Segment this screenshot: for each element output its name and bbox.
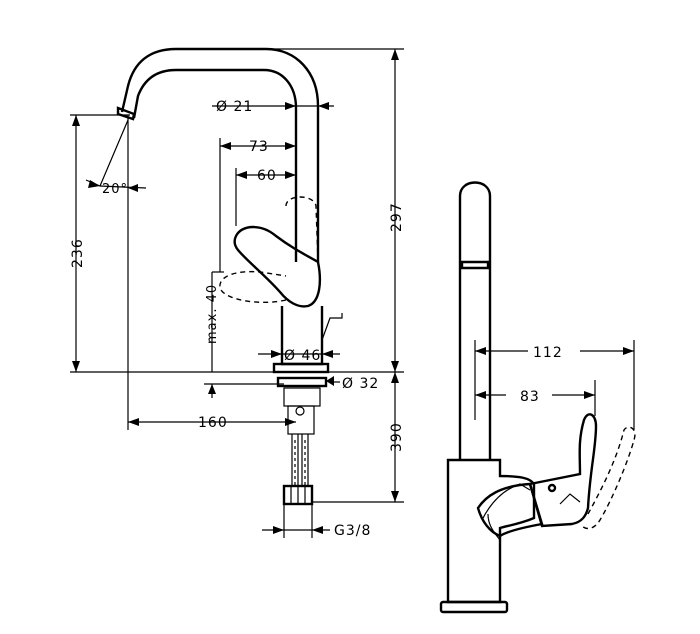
counter-plate [276, 376, 328, 388]
arrow [391, 361, 399, 372]
dim-text-60: 60 [257, 168, 277, 184]
front-handle-inner [559, 493, 581, 505]
spout-tip [116, 106, 136, 121]
front-handle [528, 413, 598, 528]
arrow [72, 115, 80, 126]
arrow [271, 350, 282, 358]
arrow [88, 180, 100, 188]
arrow [391, 372, 399, 383]
supply-hose-2 [301, 434, 309, 486]
arrow [128, 418, 139, 426]
pop-up-rod [321, 313, 343, 341]
side-view: Ø 21 73 60 20° 236 297 max. 40 Ø 46 Ø 32… [70, 47, 405, 539]
dim-text-diameter-46: Ø 46 [284, 348, 321, 364]
dim-text-diameter-32: Ø 32 [342, 376, 379, 392]
dim-text-390: 390 [389, 422, 405, 452]
dim-text-g38: G3/8 [334, 523, 371, 539]
arrow [391, 491, 399, 502]
front-handle-alt [581, 426, 636, 530]
arrow [236, 171, 247, 179]
aerator-outlet [460, 260, 490, 270]
threaded-shank [287, 405, 315, 435]
arrow [475, 391, 486, 399]
dim-text-73: 73 [249, 139, 269, 155]
dim-text-83: 83 [520, 389, 540, 405]
label-mask [506, 385, 552, 405]
arrow [318, 102, 329, 110]
lever-handle [233, 225, 322, 308]
arrow [72, 361, 80, 372]
arrow [273, 526, 284, 534]
hose-nut-lines [290, 486, 306, 504]
ext-20deg [99, 119, 129, 187]
label-mask [528, 341, 580, 361]
arrow [322, 350, 333, 358]
dim-text-diameter-21: Ø 21 [216, 99, 253, 115]
hose-pattern [294, 440, 306, 486]
arrow [623, 347, 634, 355]
arrow [285, 102, 296, 110]
arrow [285, 418, 296, 426]
arrow [285, 142, 296, 150]
mounting-block [283, 387, 321, 407]
arrow [128, 184, 138, 192]
dim-text-max-40: max. 40 [205, 284, 220, 344]
arrow [391, 49, 399, 60]
spout-column [458, 181, 492, 460]
base-ring [439, 600, 509, 614]
dim-text-20-deg: 20° [102, 182, 128, 197]
supply-hose-1 [291, 434, 299, 486]
dim-text-297: 297 [389, 202, 405, 232]
arrow [475, 347, 486, 355]
fixing-screw [295, 406, 305, 416]
mixer-body-curve [481, 483, 531, 541]
arrow [584, 391, 595, 399]
lever-handle-alt-up [285, 196, 319, 263]
arrow [312, 526, 323, 534]
dim-text-236: 236 [70, 238, 86, 268]
mixer-body [446, 458, 536, 604]
arrow [220, 142, 231, 150]
arrow [326, 376, 334, 386]
dim-text-160: 160 [198, 415, 228, 431]
arrow [285, 171, 296, 179]
front-handle-dot [547, 483, 557, 493]
front-view: 112 83 [439, 181, 636, 614]
dim-text-112: 112 [533, 345, 563, 361]
cartridge-bevel [476, 482, 544, 538]
